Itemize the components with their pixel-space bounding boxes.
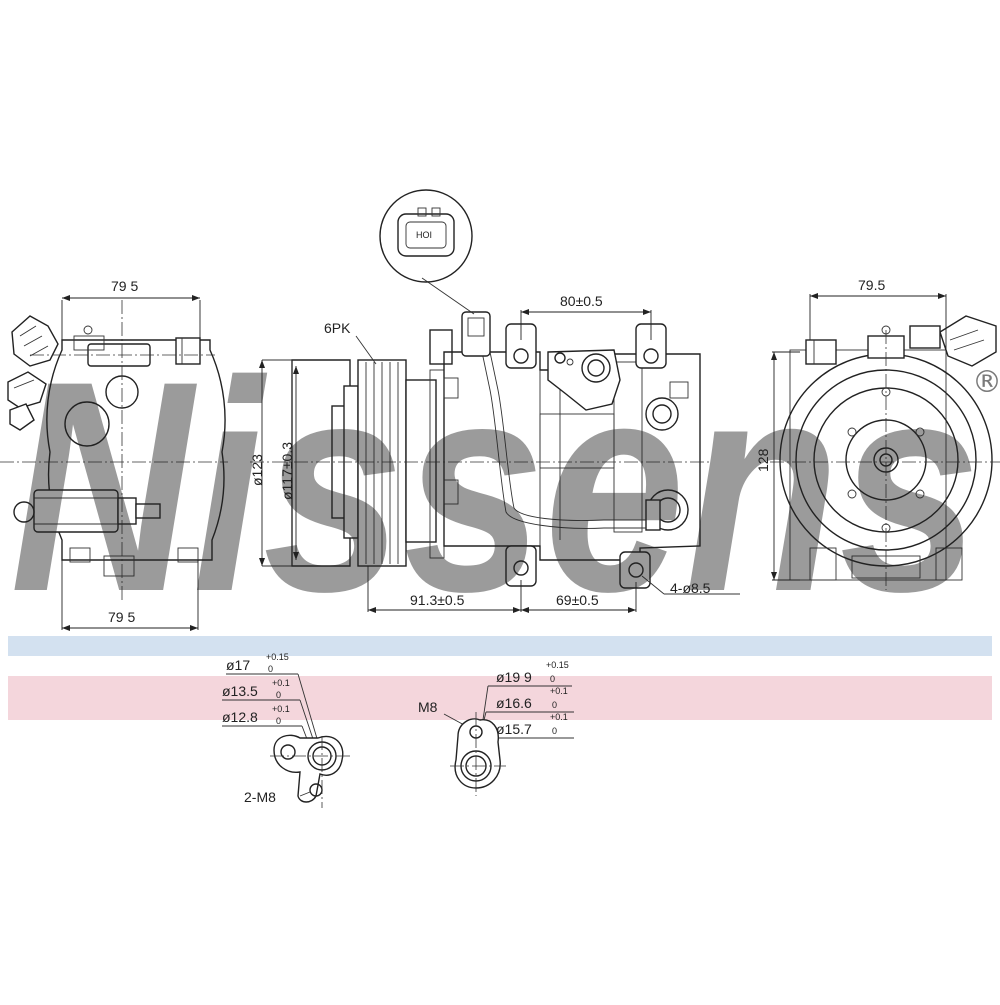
mount-holes-label: 4-ø8.5 [670,580,711,596]
right-port-d2-tol: +0.1 [550,686,568,696]
left-port-thread: 2-M8 [244,789,276,805]
left-side-view: 79 5 79 5 [0,278,228,631]
svg-text:HOI: HOI [416,230,432,240]
pulley-inner-label: ø117±0.3 [279,442,295,500]
right-height-label: 128 [755,448,771,472]
right-front-view: 79.5 128 [755,277,1000,590]
left-port-d1: ø17 [226,657,250,673]
left-port-d2-tol-low: 0 [276,690,281,700]
pulley-outer-label: ø123 [249,454,265,486]
right-port-d3-tol-low: 0 [552,726,557,736]
left-port-d2-tol: +0.1 [272,678,290,688]
left-port-d3-tol-low: 0 [276,716,281,726]
blue-band [8,636,992,656]
left-port-d2: ø13.5 [222,683,258,699]
mount-spacing-a-label: 91.3±0.5 [410,592,465,608]
mount-spacing-b-label: 69±0.5 [556,592,599,608]
right-port-d2: ø16.6 [496,695,532,711]
right-port-d2-tol-low: 0 [552,700,557,710]
brand-watermark: Nissens [10,318,980,654]
registered-mark: ® [972,365,1000,400]
left-port-d3: ø12.8 [222,709,258,725]
right-port-detail: ø19 9 +0.15 0 ø16.6 +0.1 0 ø15.7 +0.1 0 … [418,660,574,796]
left-port-d1-tol: +0.15 [266,652,289,662]
belt-label: 6PK [324,320,351,336]
left-port-detail: ø17 +0.15 0 ø13.5 +0.1 0 ø12.8 +0.1 0 2-… [222,652,350,808]
left-port-d1-tol-low: 0 [268,664,273,674]
right-port-thread: M8 [418,699,438,715]
left-port-d3-tol: +0.1 [272,704,290,714]
right-port-d1-tol: +0.15 [546,660,569,670]
right-port-d1: ø19 9 [496,669,532,685]
right-port-d3-tol: +0.1 [550,712,568,722]
center-side-view: HOI 6PK ø123 ø117±0.3 80±0.5 91.3±0.5 69… [249,189,740,613]
left-width-top-label: 79 5 [111,278,138,294]
left-width-bottom-label: 79 5 [108,609,135,625]
right-port-d3: ø15.7 [496,721,532,737]
pink-band [8,676,992,720]
mount-spacing-top-label: 80±0.5 [560,293,603,309]
right-port-d1-tol-low: 0 [550,674,555,684]
right-width-label: 79.5 [858,277,885,293]
